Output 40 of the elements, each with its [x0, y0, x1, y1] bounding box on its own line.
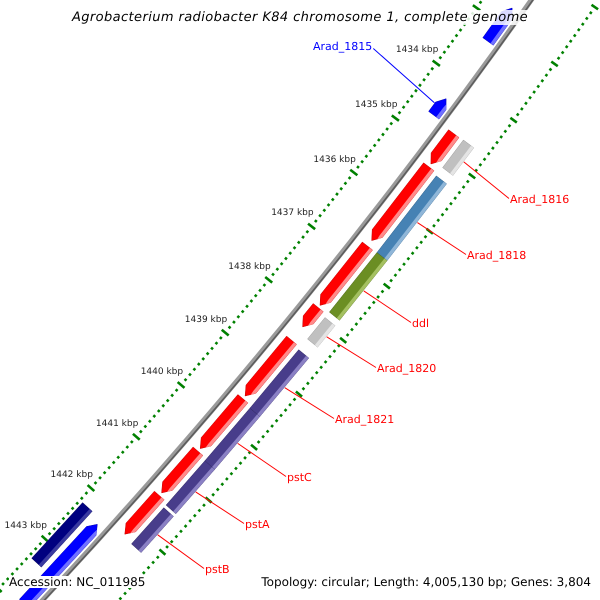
accession-text: Accession: NC_011985 [9, 576, 146, 588]
scale-label: 1436 kbp [313, 156, 356, 164]
gene-label: Arad_1821 [335, 414, 394, 425]
gene-label: pstC [287, 472, 312, 483]
scale-label: 1442 kbp [50, 471, 93, 480]
scale-label: 1437 kbp [271, 209, 314, 218]
gene-segment [376, 176, 447, 261]
leader-line [363, 290, 412, 323]
gene-segment [428, 98, 447, 120]
gene-segment [442, 140, 474, 176]
leader-line [195, 491, 244, 524]
gene-segment [131, 507, 174, 553]
scale-label: 1438 kbp [228, 262, 271, 272]
gene-label: Arad_1815 [313, 41, 372, 52]
scale-label: 1434 kbp [396, 46, 438, 56]
scale-label: 1443 kbp [4, 522, 47, 531]
gene-label: Arad_1816 [510, 194, 570, 205]
gene-segment [166, 460, 215, 514]
gene-label: ddl [412, 318, 430, 329]
gene-segment [307, 317, 336, 348]
leader-line [157, 534, 204, 569]
leader-line [416, 222, 466, 255]
leader-line [372, 48, 435, 104]
scale-label: 1441 kbp [96, 420, 138, 429]
scale-label: 1440 kbp [140, 368, 184, 377]
leader-line [463, 161, 510, 199]
leader-line [284, 387, 334, 419]
gene-label: Arad_1818 [467, 250, 526, 261]
gene-label: pstA [245, 519, 270, 530]
gene-label: pstB [205, 564, 230, 575]
gene-segment [250, 349, 310, 417]
scale-label: 1435 kbp [355, 101, 398, 110]
scale-label: 1439 kbp [184, 316, 228, 325]
gene-segment [204, 408, 260, 470]
leader-line [237, 442, 286, 477]
gene-label: Arad_1820 [377, 363, 436, 374]
gene-segment [329, 252, 388, 321]
genome-info-text: Topology: circular; Length: 4,005,130 bp; Genes: 3,804 [261, 576, 591, 588]
leader-line [326, 336, 376, 368]
chart-title: Agrobacterium radiobacter K84 chromosome 1, complete genome [70, 10, 530, 25]
